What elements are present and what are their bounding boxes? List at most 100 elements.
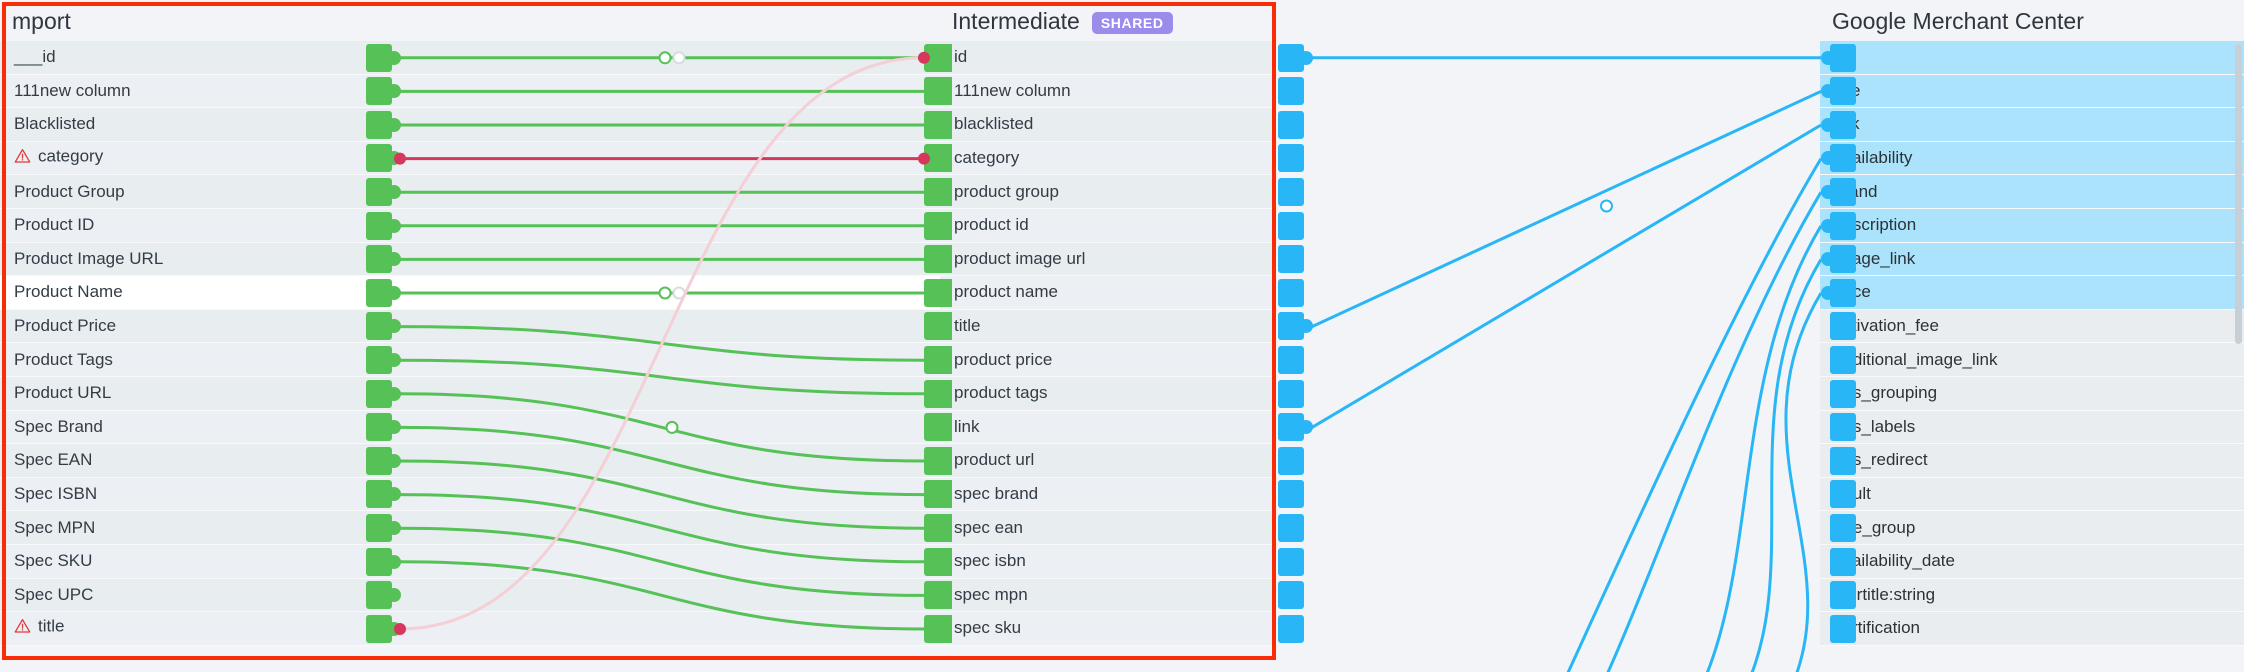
connection-line-blue[interactable] [1311, 123, 1822, 429]
target-field-row[interactable]: availability_date [1820, 544, 2244, 579]
vertical-scrollbar[interactable] [2235, 44, 2242, 344]
intermediate-field-row[interactable]: spec sku [940, 612, 1272, 646]
connection-line-green[interactable] [399, 526, 925, 597]
intermediate-output-port[interactable] [1278, 446, 1304, 475]
target-input-port[interactable] [1830, 312, 1856, 341]
target-field-row[interactable]: ads_redirect [1820, 444, 2244, 478]
intermediate-input-port[interactable] [924, 211, 952, 240]
source-output-port[interactable] [366, 245, 401, 274]
intermediate-output-port[interactable] [1278, 77, 1304, 106]
source-output-port[interactable] [366, 43, 401, 72]
intermediate-input-port[interactable] [924, 110, 952, 139]
target-field-row[interactable]: description [1820, 208, 2244, 243]
target-input-port[interactable] [1830, 480, 1856, 509]
target-input-port[interactable] [1830, 581, 1856, 610]
intermediate-output-port[interactable] [1278, 278, 1304, 307]
intermediate-input-port[interactable] [924, 480, 952, 509]
target-input-port[interactable] [1821, 77, 1856, 106]
target-field-row[interactable]: c:drtitle:string [1820, 578, 2244, 613]
intermediate-field-row[interactable]: spec ean [940, 511, 1272, 545]
intermediate-field-row[interactable]: title [940, 309, 1272, 344]
intermediate-output-port[interactable] [1278, 480, 1304, 509]
intermediate-input-port[interactable] [924, 379, 952, 408]
intermediate-input-port[interactable] [924, 278, 952, 307]
intermediate-input-port[interactable] [924, 77, 952, 106]
intermediate-input-port[interactable] [924, 312, 952, 341]
intermediate-field-row[interactable]: product id [940, 208, 1272, 243]
connection-line-green[interactable] [399, 560, 925, 631]
connection-line-pink[interactable] [399, 56, 925, 631]
connection-line-blue[interactable] [1700, 225, 1823, 672]
source-output-port[interactable] [366, 513, 401, 542]
intermediate-output-port[interactable] [1278, 110, 1304, 139]
target-field-row[interactable]: ads_labels [1820, 410, 2244, 445]
intermediate-input-port[interactable] [924, 177, 952, 206]
source-output-port[interactable] [366, 110, 401, 139]
source-output-port[interactable] [366, 379, 401, 408]
connection-line-green[interactable] [399, 392, 925, 463]
intermediate-input-port[interactable] [924, 581, 952, 610]
connection-line-blue[interactable] [1745, 258, 1823, 672]
source-output-port[interactable] [366, 345, 401, 374]
target-input-port[interactable] [1821, 177, 1856, 206]
intermediate-input-port[interactable] [924, 614, 952, 643]
connection-line-green[interactable] [399, 459, 925, 530]
intermediate-field-row[interactable]: blacklisted [940, 108, 1272, 142]
source-output-port[interactable] [366, 413, 401, 442]
source-output-port[interactable] [366, 446, 401, 475]
connection-line-green[interactable] [399, 493, 925, 564]
intermediate-field-row[interactable]: spec isbn [940, 544, 1272, 579]
intermediate-output-port[interactable] [1278, 211, 1304, 240]
connection-line-blue[interactable] [1560, 157, 1823, 672]
target-input-port[interactable] [1821, 245, 1856, 274]
source-output-port[interactable] [366, 278, 401, 307]
target-input-port[interactable] [1830, 379, 1856, 408]
connection-line-blue[interactable] [1311, 90, 1822, 328]
intermediate-output-port[interactable] [1278, 547, 1304, 576]
source-output-port[interactable] [366, 581, 401, 610]
intermediate-output-port[interactable] [1278, 312, 1313, 341]
source-output-port[interactable] [366, 77, 401, 106]
target-input-port[interactable] [1821, 43, 1856, 72]
intermediate-field-row[interactable]: id [940, 41, 1272, 75]
intermediate-field-row[interactable]: spec mpn [940, 578, 1272, 613]
connection-line-blue[interactable] [1784, 292, 1823, 672]
target-field-row[interactable]: title [1820, 74, 2244, 109]
target-field-row[interactable]: brand [1820, 175, 2244, 209]
source-output-port[interactable] [366, 211, 401, 240]
connection-marker[interactable] [665, 420, 679, 434]
intermediate-field-row[interactable]: product group [940, 175, 1272, 209]
target-input-port[interactable] [1830, 547, 1856, 576]
intermediate-field-row[interactable]: spec brand [940, 477, 1272, 512]
connection-marker[interactable] [672, 51, 686, 65]
source-output-port[interactable] [366, 547, 401, 576]
intermediate-field-row[interactable]: product url [940, 444, 1272, 478]
intermediate-field-row[interactable]: link [940, 410, 1272, 445]
source-output-port[interactable] [366, 312, 401, 341]
intermediate-input-port[interactable] [924, 245, 952, 274]
target-field-row[interactable]: certification [1820, 612, 2244, 646]
target-input-port[interactable] [1821, 278, 1856, 307]
connection-line-green[interactable] [399, 358, 925, 396]
intermediate-output-port[interactable] [1278, 379, 1304, 408]
intermediate-field-row[interactable]: category [940, 141, 1272, 176]
intermediate-field-row[interactable]: product tags [940, 376, 1272, 411]
intermediate-field-row[interactable]: product name [940, 276, 1272, 310]
intermediate-field-row[interactable]: 111new column [940, 74, 1272, 109]
intermediate-output-port[interactable] [1278, 581, 1304, 610]
intermediate-input-port[interactable] [924, 446, 952, 475]
intermediate-input-port[interactable] [924, 413, 952, 442]
target-field-row[interactable]: activation_fee [1820, 309, 2244, 344]
intermediate-field-row[interactable]: product price [940, 343, 1272, 377]
intermediate-input-port[interactable] [924, 345, 952, 374]
source-output-port[interactable] [366, 177, 401, 206]
intermediate-field-row[interactable]: product image url [940, 242, 1272, 277]
target-input-port[interactable] [1821, 211, 1856, 240]
intermediate-input-port[interactable] [924, 513, 952, 542]
intermediate-input-port[interactable] [924, 547, 952, 576]
target-input-port[interactable] [1830, 446, 1856, 475]
intermediate-output-port[interactable] [1278, 144, 1304, 173]
intermediate-output-port[interactable] [1278, 513, 1304, 542]
intermediate-output-port[interactable] [1278, 345, 1304, 374]
